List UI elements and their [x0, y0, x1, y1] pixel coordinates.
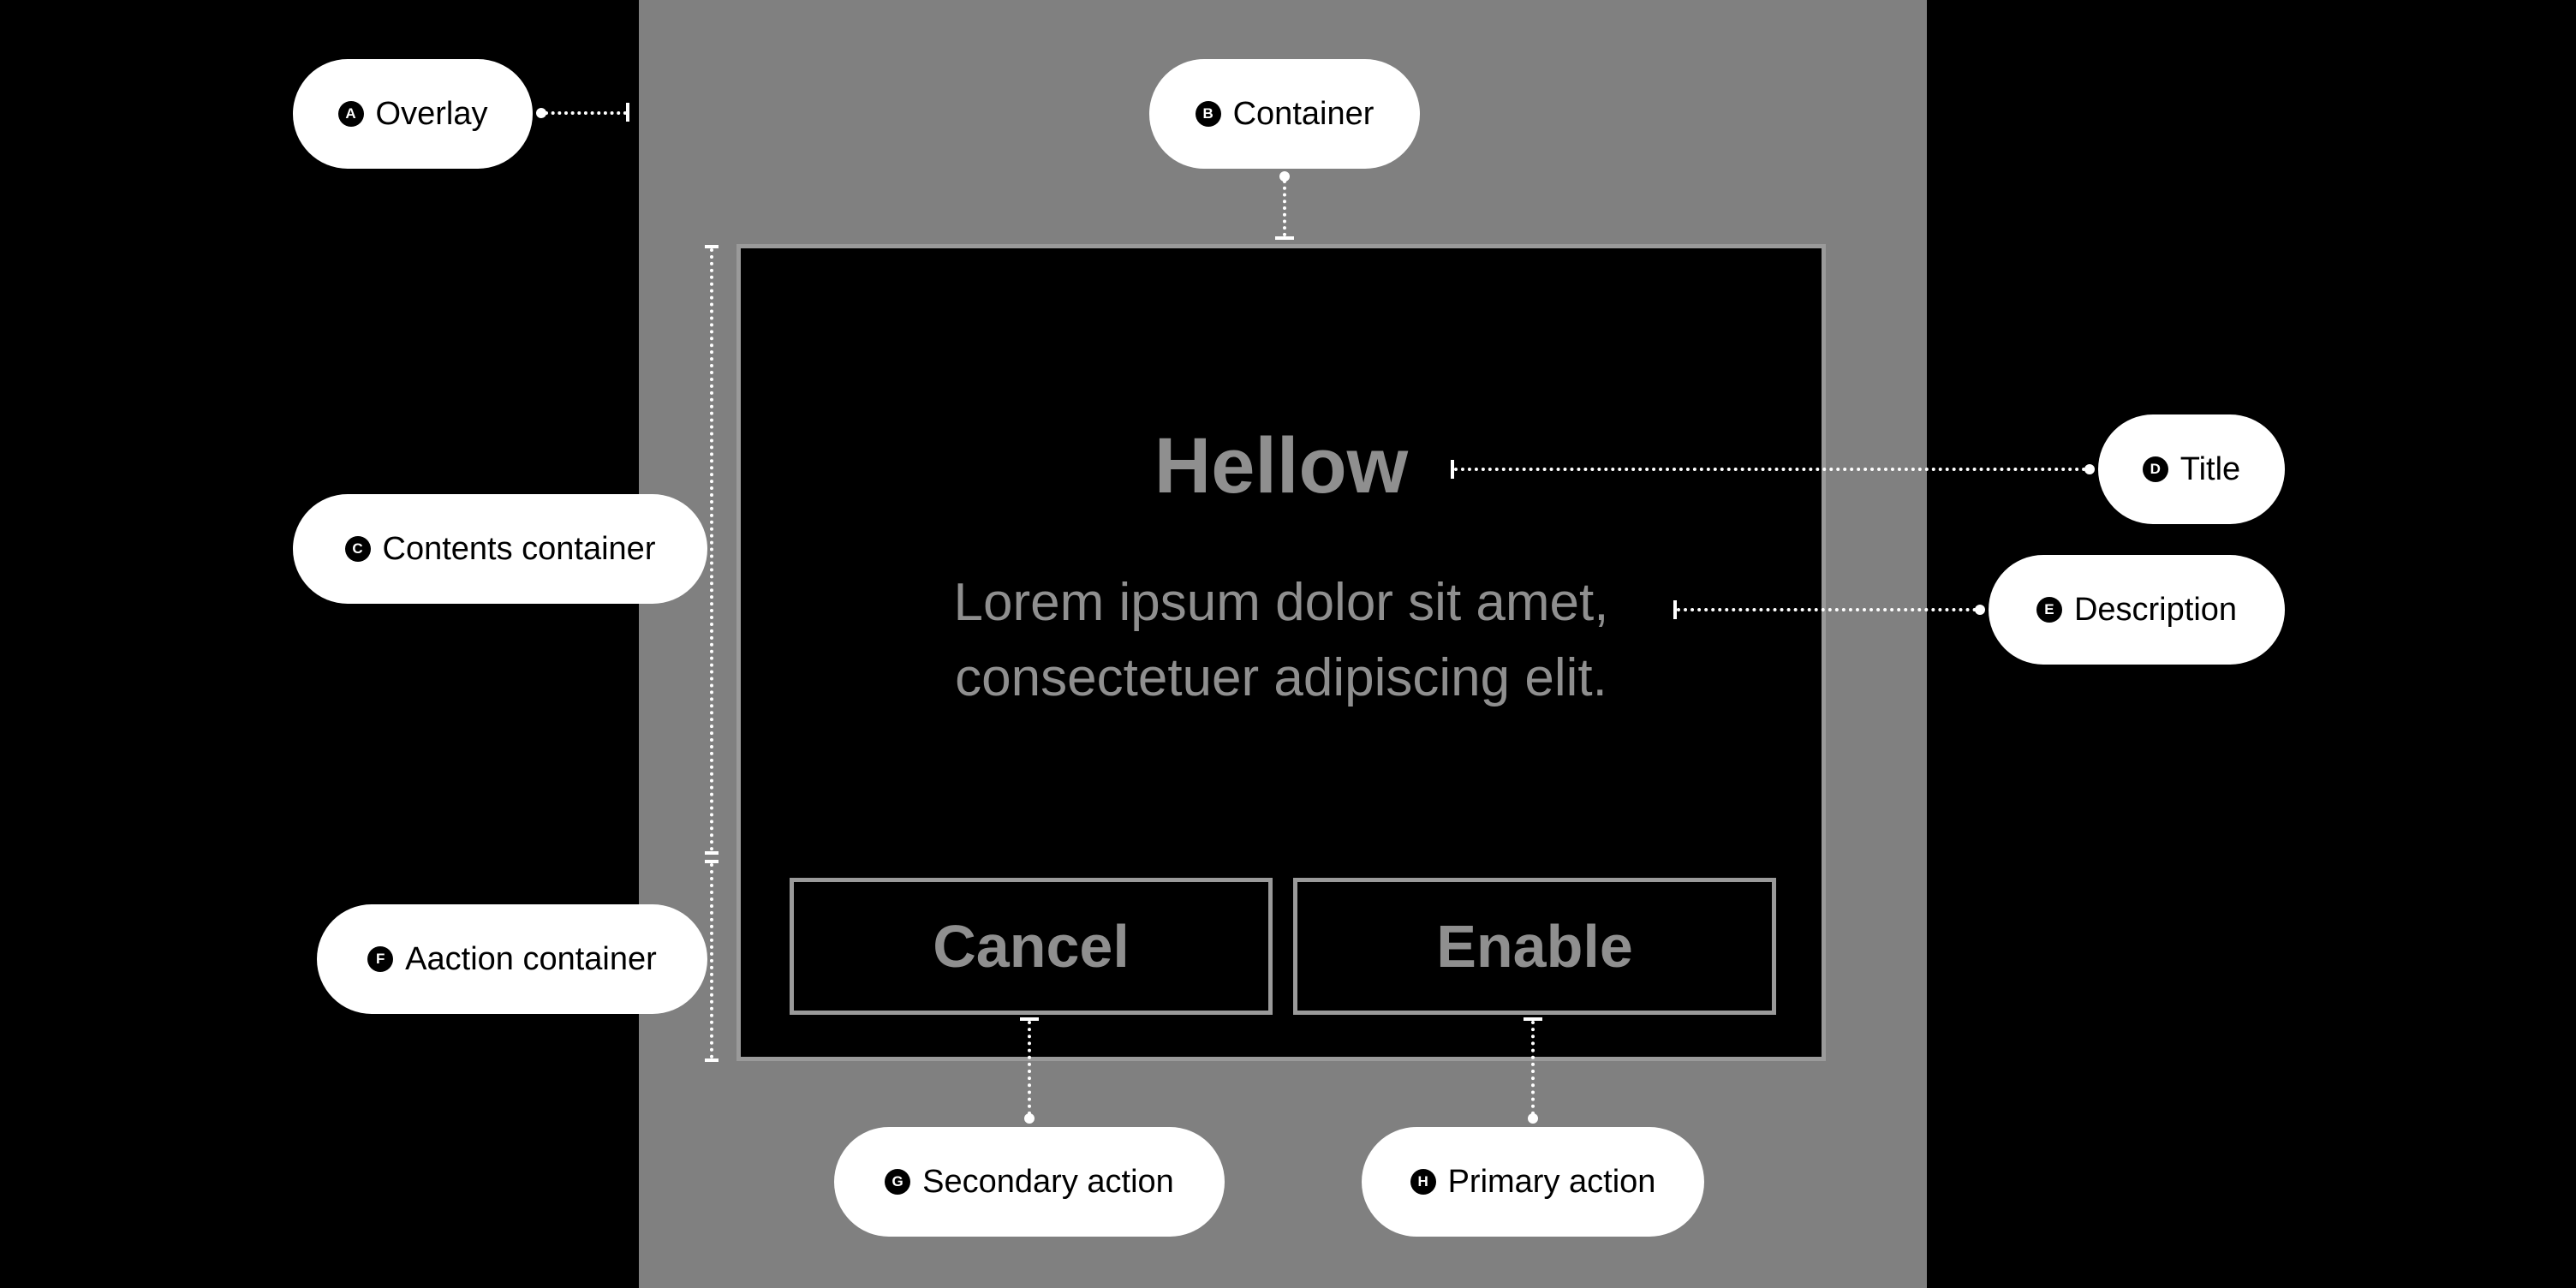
connector-secondary [1028, 1021, 1031, 1115]
annotation-label-contents-container: Contents container [382, 530, 656, 567]
connector-title [1454, 468, 2086, 471]
annotation-badge-c: C [344, 536, 371, 562]
annotation-label-secondary-action: Secondary action [922, 1163, 1174, 1200]
bracket-bottom-action [705, 1058, 719, 1062]
connector-dot-primary [1528, 1113, 1538, 1124]
annotation-title: D Title [2098, 414, 2285, 524]
cancel-button[interactable]: Cancel [790, 878, 1273, 1015]
annotation-label-description: Description [2073, 591, 2238, 628]
bracket-top-action [705, 860, 719, 863]
connector-tick-primary [1524, 1017, 1542, 1021]
connector-dot-description [1975, 605, 1985, 615]
description-line-2: consectetuer adipiscing elit. [955, 648, 1607, 707]
annotation-badge-e: E [2036, 597, 2062, 623]
annotation-label-action-container: Aaction container [405, 940, 657, 977]
annotation-badge-b: B [1195, 101, 1221, 127]
annotation-label-overlay: Overlay [375, 95, 488, 132]
annotation-secondary-action: G Secondary action [834, 1127, 1225, 1237]
bracket-top-contents [705, 245, 719, 248]
connector-tick-container [1275, 236, 1294, 240]
connector-tick-title [1451, 460, 1454, 479]
connector-primary [1531, 1021, 1535, 1115]
annotation-description: E Description [1989, 555, 2285, 665]
connector-tick-secondary [1020, 1017, 1039, 1021]
connector-dot-secondary [1024, 1113, 1035, 1124]
annotation-badge-h: H [1410, 1169, 1436, 1195]
dialog-description: Lorem ipsum dolor sit amet, consectetuer… [741, 565, 1822, 716]
connector-overlay [545, 111, 627, 115]
connector-tick-overlay [626, 103, 629, 122]
connector-dot-title [2084, 464, 2095, 474]
annotation-label-title: Title [2179, 450, 2241, 487]
annotation-container: B Container [1149, 59, 1420, 169]
description-line-1: Lorem ipsum dolor sit amet, [953, 573, 1609, 632]
bracket-bottom-contents [705, 851, 719, 855]
annotation-badge-a: A [337, 101, 364, 127]
annotation-badge-d: D [2142, 456, 2168, 482]
connector-dot-overlay [536, 108, 546, 118]
connector-description [1677, 608, 1977, 611]
bracket-action [710, 863, 713, 1058]
enable-button[interactable]: Enable [1293, 878, 1776, 1015]
annotation-contents-container: C Contents container [293, 494, 707, 604]
annotation-badge-f: F [367, 946, 394, 972]
connector-dot-container [1279, 171, 1290, 182]
connector-container [1283, 180, 1286, 236]
dialog-title: Hellow [1154, 422, 1409, 510]
connector-tick-description [1673, 600, 1677, 619]
annotation-overlay: A Overlay [293, 59, 533, 169]
dialog-container: Hellow Lorem ipsum dolor sit amet, conse… [736, 244, 1826, 1061]
annotation-action-container: F Aaction container [317, 904, 707, 1014]
annotation-badge-g: G [885, 1169, 911, 1195]
bracket-contents [710, 248, 713, 851]
annotation-label-container: Container [1232, 95, 1374, 132]
annotation-primary-action: H Primary action [1362, 1127, 1704, 1237]
annotation-label-primary-action: Primary action [1447, 1163, 1656, 1200]
